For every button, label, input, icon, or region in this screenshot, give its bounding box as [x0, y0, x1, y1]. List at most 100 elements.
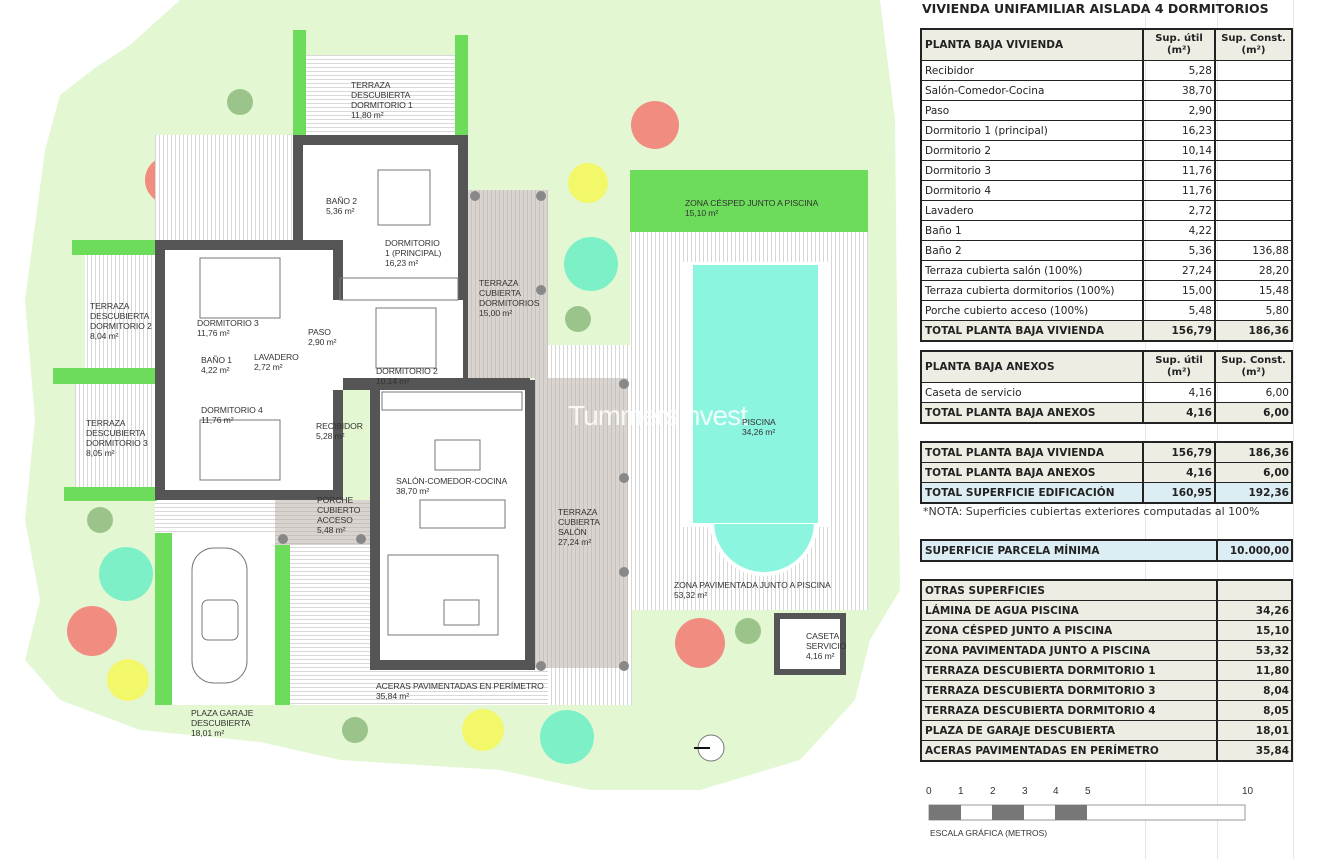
table-cell: TERRAZA DESCUBIERTA DORMITORIO 1	[922, 661, 1218, 680]
table-cell: Paso	[922, 101, 1144, 120]
table-cell	[1216, 81, 1291, 100]
room-area: 34,26 m²	[742, 427, 776, 437]
room-name: PISCINA	[742, 417, 776, 427]
room-area: 10,14 m²	[376, 376, 410, 386]
table-cell: Sup. útil (m²)	[1144, 30, 1216, 60]
garage-car	[191, 547, 248, 684]
caseta	[774, 613, 846, 675]
table-cell: 15,48	[1258, 284, 1289, 297]
room-name: TERRAZA CUBIERTA SALÓN	[558, 507, 600, 537]
trees	[67, 89, 761, 764]
room-name: RECIBIDOR	[316, 421, 363, 431]
north-arrow-icon	[694, 734, 725, 762]
room-name: DORMITORIO 2	[376, 366, 438, 376]
floor-plan	[25, 0, 900, 790]
room-name: TERRAZA CUBIERTA DORMITORIOS	[479, 278, 540, 308]
table-cell: Porche cubierto acceso (100%)	[922, 301, 1144, 320]
table-cell: OTRAS SUPERFICIES	[922, 581, 1218, 600]
table-cell: 4,16	[1144, 383, 1216, 402]
table-cell: Dormitorio 4	[922, 181, 1144, 200]
scale-tick: 4	[1053, 786, 1059, 797]
table-cell: TOTAL PLANTA BAJA ANEXOS	[922, 463, 1144, 482]
table-title: VIVIENDA UNIFAMILIAR AISLADA 4 DORMITORI…	[922, 1, 1269, 16]
table-row: ZONA CÉSPED JUNTO A PISCINA 15,10	[922, 620, 1291, 640]
room-area: 2,72 m²	[254, 362, 283, 372]
table-cell: Salón-Comedor-Cocina	[922, 81, 1144, 100]
table-cell: 11,76	[1144, 181, 1216, 200]
table-cell: PLANTA BAJA VIVIENDA	[922, 30, 1144, 60]
room-area: 27,24 m²	[558, 537, 592, 547]
table-cell: 16,23	[1144, 121, 1216, 140]
table-cell: 4,16	[1144, 463, 1216, 482]
table-cell	[1216, 141, 1291, 160]
room-name: TERRAZA DESCUBIERTA DORMITORIO 3	[86, 418, 148, 448]
table-cell	[1218, 581, 1291, 600]
room-area: 53,32 m²	[674, 590, 708, 600]
table-cell: 192,36	[1248, 486, 1289, 499]
table-cell: 15,10	[1255, 624, 1289, 637]
table-cell: ACERAS PAVIMENTADAS EN PERÍMETRO	[922, 741, 1218, 760]
table-cell: 35,84	[1255, 744, 1289, 757]
room-name: SALÓN-COMEDOR-COCINA	[396, 476, 508, 486]
room-area: 11,76 m²	[197, 328, 230, 338]
room-name: ACERAS PAVIMENTADAS EN PERÍMETRO	[376, 681, 544, 691]
table-cell: Recibidor	[922, 61, 1144, 80]
table-row: LÁMINA DE AGUA PISCINA 34,26	[922, 600, 1291, 620]
room-name: PORCHE CUBIERTO ACCESO	[317, 495, 361, 525]
table-cell: 27,24	[1144, 261, 1216, 280]
scale-tick: 2	[990, 786, 996, 797]
room-name: PLAZA GARAJE DESCUBIERTA	[191, 708, 254, 728]
table-cell: 34,26	[1255, 604, 1289, 617]
table-row: ACERAS PAVIMENTADAS EN PERÍMETRO 35,84	[922, 740, 1291, 760]
room-name: LAVADERO	[254, 352, 299, 362]
table-cell: 18,01	[1255, 724, 1289, 737]
table-row: Dormitorio 1 (principal)16,23	[922, 120, 1291, 140]
room-area: 15,00 m²	[479, 308, 513, 318]
table-cell: 11,80	[1255, 664, 1289, 677]
room-area: 38,70 m²	[396, 486, 430, 496]
table-cell: TOTAL PLANTA BAJA ANEXOS	[922, 403, 1144, 422]
room-name: TERRAZA DESCUBIERTA DORMITORIO 1	[351, 80, 413, 110]
table-cell: Baño 1	[922, 221, 1144, 240]
table-cell: Caseta de servicio	[922, 383, 1144, 402]
table-cell: 11,76	[1144, 161, 1216, 180]
table-cell: TOTAL PLANTA BAJA VIVIENDA	[922, 443, 1144, 462]
table-cell: ZONA CÉSPED JUNTO A PISCINA	[922, 621, 1218, 640]
table-cell: 160,95	[1144, 483, 1216, 502]
watermark-logo: TummersInvest	[568, 400, 748, 431]
table-cell: LÁMINA DE AGUA PISCINA	[922, 601, 1218, 620]
table-cell: 38,70	[1144, 81, 1216, 100]
room-name: DORMITORIO 3	[197, 318, 259, 328]
scale-tick: 5	[1085, 786, 1091, 797]
room-area: 35,84 m²	[376, 691, 410, 701]
scale-tick: 10	[1242, 786, 1254, 797]
room-name: DORMITORIO 4	[201, 405, 263, 415]
room-name: ZONA PAVIMENTADA JUNTO A PISCINA	[674, 580, 831, 590]
room-area: 15,10 m²	[685, 208, 719, 218]
table-row: PLAZA DE GARAJE DESCUBIERTA 18,01	[922, 720, 1291, 740]
table-cell: 5,80	[1265, 304, 1289, 317]
table-cell: SUPERFICIE PARCELA MÍNIMA	[922, 541, 1218, 560]
room-area: 2,90 m²	[308, 337, 337, 347]
table-cell: 2,90	[1144, 101, 1216, 120]
table-cell: PLAZA DE GARAJE DESCUBIERTA	[922, 721, 1218, 740]
table-cell	[1216, 101, 1291, 120]
room-area: 4,16 m²	[806, 651, 835, 661]
